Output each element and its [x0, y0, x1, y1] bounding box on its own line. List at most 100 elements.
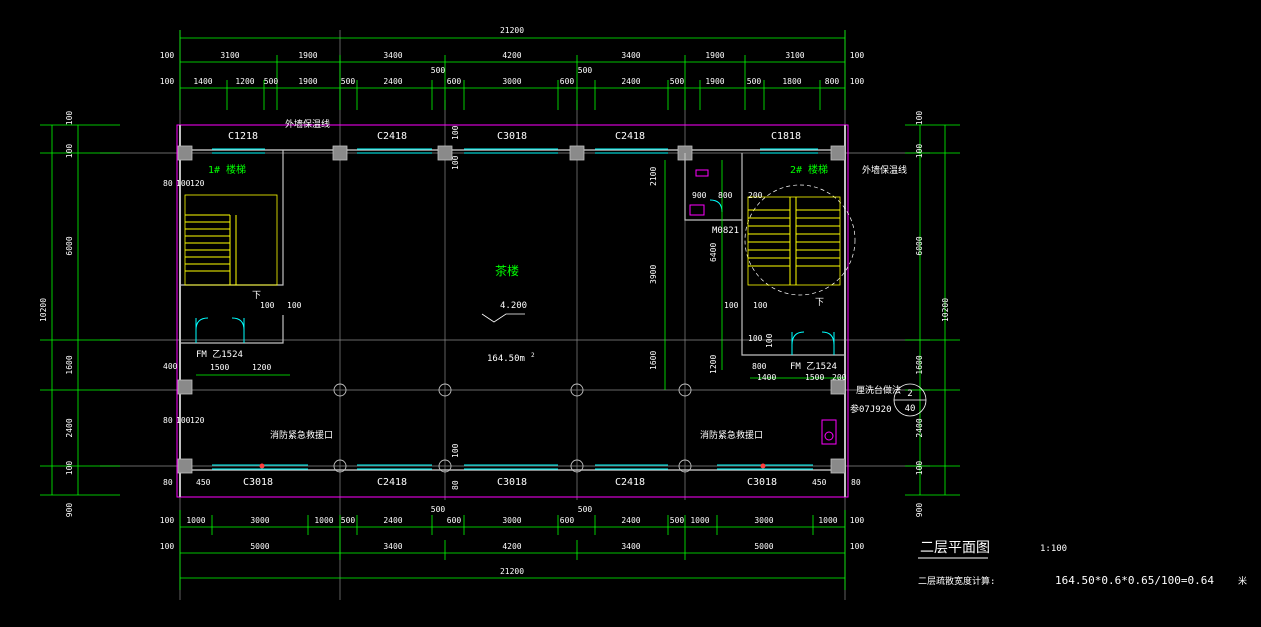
- left-dim: 100: [65, 144, 74, 159]
- bottom-total-width: 21200: [500, 567, 524, 576]
- bottom-dim: 3000: [502, 516, 521, 525]
- window-label-top: C2418: [615, 131, 645, 142]
- inner-dim-right: 200: [832, 373, 847, 382]
- fire-rescue-mark-right: [760, 463, 766, 469]
- right-total: 10200: [941, 298, 950, 322]
- bottom-dim: 2400: [383, 516, 402, 525]
- inner-dim-bottom: 450: [812, 478, 827, 487]
- round-columns: [333, 383, 692, 473]
- inner-dim: 100: [176, 416, 191, 425]
- top-dim2: 1900: [298, 77, 317, 86]
- top-dim2: 600: [560, 77, 575, 86]
- window-label-bottom: C3018: [497, 477, 527, 488]
- drawing-scale: 1:100: [1040, 544, 1067, 554]
- inner-dim-right: 100: [748, 334, 763, 343]
- bottom-dim: 2400: [621, 516, 640, 525]
- right-dim: 100: [915, 461, 924, 476]
- left-stairwell: [180, 150, 284, 344]
- inner-dim-right: 100: [753, 301, 768, 310]
- bottom-dim: 500: [670, 516, 685, 525]
- left-dim: 2400: [65, 418, 74, 437]
- bottom-dim2: 5000: [250, 542, 269, 551]
- inner-dim-right: 1200: [709, 355, 718, 374]
- bottom-dim2: 5000: [754, 542, 773, 551]
- inner-dim-right: 800: [718, 191, 733, 200]
- bottom-dim: 3000: [250, 516, 269, 525]
- top-dim2: 1800: [782, 77, 801, 86]
- title-block: 二层平面图 1:100 二层疏散宽度计算: 164.50*0.6*0.65/10…: [918, 540, 1247, 587]
- inner-dim-bottom: 100: [451, 125, 460, 140]
- elevation-value: 4.200: [500, 301, 527, 311]
- top-dim2: 1400: [193, 77, 212, 86]
- inner-dim: 100: [176, 179, 191, 188]
- inner-dim-bottom: 100: [451, 155, 460, 170]
- inner-dim-bottom: 100: [765, 333, 774, 348]
- top-dim: 3100: [785, 51, 804, 60]
- basin-title: 厘洗台做法: [856, 384, 901, 396]
- side-dimensions: [40, 124, 960, 496]
- bottom-dim-extra: 500: [431, 505, 446, 514]
- inner-dim-right: 1400: [757, 373, 776, 382]
- calc-formula: 164.50*0.6*0.65/100=0.64: [1055, 574, 1214, 587]
- bottom-dim: 500: [341, 516, 356, 525]
- bottom-dim2: 4200: [502, 542, 521, 551]
- top-total-width: 21200: [500, 26, 524, 35]
- stair-2-label: 2# 楼梯: [790, 163, 828, 176]
- right-dim: 100: [915, 144, 924, 159]
- left-dim: 6000: [65, 236, 74, 255]
- bottom-dim: 600: [560, 516, 575, 525]
- window-label-top: C3018: [497, 131, 527, 142]
- left-dim: 900: [65, 503, 74, 518]
- inner-dim-right: 200: [748, 191, 763, 200]
- inner-dim-right: 1500: [805, 373, 824, 382]
- bottom-dim-extra: 500: [578, 505, 593, 514]
- top-dim: 4200: [502, 51, 521, 60]
- bottom-edge-left-2: 100: [160, 542, 175, 551]
- insulation-label-top: 外墙保温线: [285, 118, 330, 130]
- bottom-dim: 3000: [754, 516, 773, 525]
- top-dim2: 500: [670, 77, 685, 86]
- window-label-bottom: C3018: [747, 477, 777, 488]
- inner-dim: 1500: [210, 363, 229, 372]
- fire-rescue-left: 消防紧急救援口: [270, 429, 333, 441]
- top-dim2: 3000: [502, 77, 521, 86]
- room-labels: 1# 楼梯 2# 楼梯 外墙保温线 外墙保温线 茶楼 4.200 164.50m…: [196, 118, 927, 441]
- inner-dim: 80: [163, 416, 173, 425]
- inner-dim-right: 100: [724, 301, 739, 310]
- window-label-bottom: C2418: [615, 477, 645, 488]
- bottom-dim: 600: [447, 516, 462, 525]
- inner-dim-right: 1600: [649, 351, 658, 370]
- side-dimension-text: 100 100 6000 1600 2400 100 900 10200 100…: [39, 111, 950, 518]
- inner-dim: 80: [163, 179, 173, 188]
- bottom-dimension-text: 100 100 1000 3000 1000 500 2400 600 3000…: [160, 505, 865, 576]
- door-fm-right: FM 乙1524: [790, 361, 837, 372]
- top-dim2: 2400: [621, 77, 640, 86]
- top-dim2: 600: [447, 77, 462, 86]
- window-label-top: C1218: [228, 131, 258, 142]
- bottom-dim2: 3400: [383, 542, 402, 551]
- top-edge-right-2: 100: [850, 77, 865, 86]
- axis-grid: [100, 30, 930, 600]
- down-arrow-right: 下: [815, 298, 824, 308]
- top-dim2-extra: 500: [431, 66, 446, 75]
- inner-dim-right: 900: [692, 191, 707, 200]
- top-dim2: 2400: [383, 77, 402, 86]
- right-dim: 1600: [915, 355, 924, 374]
- right-stairwell: [684, 153, 856, 445]
- window-label-top: C1818: [771, 131, 801, 142]
- inner-dim-bottom: 80: [851, 478, 861, 487]
- top-edge-left-2: 100: [160, 77, 175, 86]
- bottom-dim2: 3400: [621, 542, 640, 551]
- bottom-dim: 1000: [818, 516, 837, 525]
- bottom-window-strips: [212, 464, 813, 470]
- detail-sheet: 40: [905, 404, 916, 414]
- top-dim2: 800: [825, 77, 840, 86]
- top-dim2: 500: [341, 77, 356, 86]
- inner-dim-right: 800: [752, 362, 767, 371]
- bottom-dim: 1000: [186, 516, 205, 525]
- bottom-edge-right-2: 100: [850, 542, 865, 551]
- inner-dim-bottom: 80: [451, 480, 460, 490]
- drawing-title: 二层平面图: [920, 540, 990, 556]
- bottom-dim: 1000: [690, 516, 709, 525]
